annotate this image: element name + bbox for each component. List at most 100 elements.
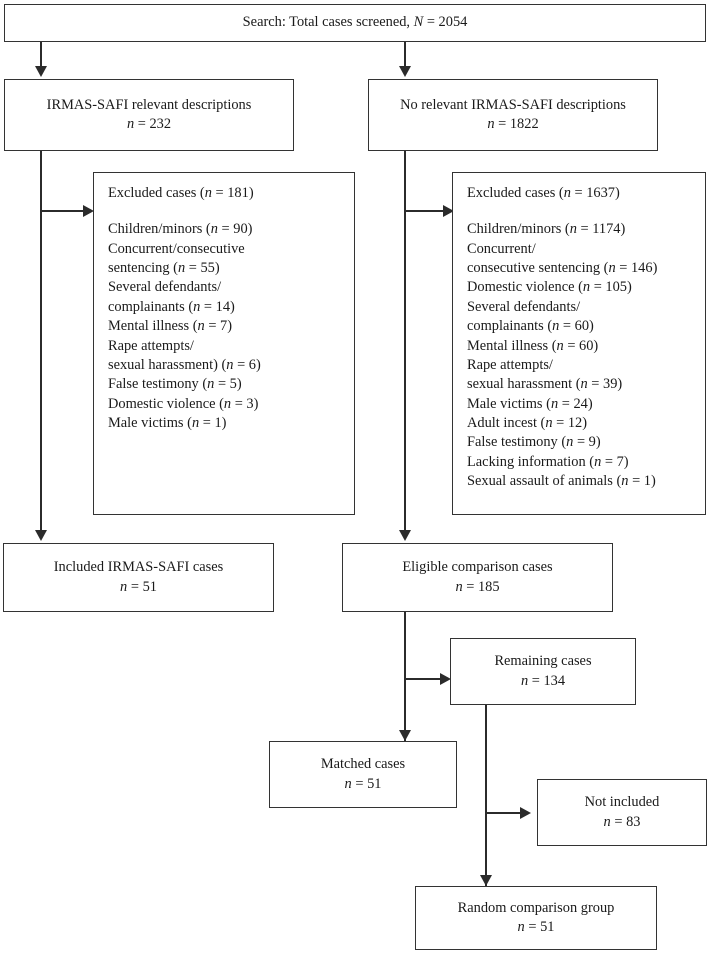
list-item: Mental illness (n = 60) bbox=[467, 337, 599, 354]
node-matched-stat-symbol: n bbox=[344, 775, 352, 792]
node-eligible-label: Eligible comparison cases bbox=[402, 559, 553, 576]
arrow-right-to-excluded bbox=[443, 205, 454, 217]
list-item: Domestic violence (n = 3) bbox=[108, 395, 259, 412]
node-relevant-stat-value: 232 bbox=[149, 116, 172, 132]
branch-left-to-excluded bbox=[41, 210, 85, 212]
node-eligible-stat-value: 185 bbox=[477, 578, 500, 595]
excluded-left-title-value: 181 bbox=[227, 185, 249, 201]
branch-right-to-excluded bbox=[405, 210, 447, 212]
node-no-relevant-stat-symbol: n bbox=[487, 116, 495, 132]
list-item: False testimony (n = 5) bbox=[108, 376, 242, 393]
list-item: sentencing (n = 55) bbox=[108, 260, 220, 277]
arrow-eligible-to-remaining bbox=[440, 673, 451, 685]
node-no-relevant-stat-value: 1822 bbox=[509, 116, 539, 132]
node-not-included-stat-symbol: n bbox=[603, 813, 611, 830]
node-matched-cases: Matched cases n = 51 bbox=[269, 741, 457, 808]
node-no-relevant-descriptions: No relevant IRMAS-SAFI descriptions n = … bbox=[368, 79, 658, 151]
node-remaining-stat: n = 134 bbox=[520, 672, 566, 689]
connector-search-to-no-relevant bbox=[404, 42, 406, 68]
node-random-group-stat-value: 51 bbox=[540, 919, 555, 935]
list-item: Lacking information (n = 7) bbox=[467, 453, 629, 470]
list-item: Several defendants/ bbox=[467, 298, 581, 315]
node-relevant-stat: n = 232 bbox=[126, 116, 172, 132]
list-item: Concurrent/ bbox=[467, 240, 536, 257]
list-item: Adult incest (n = 12) bbox=[467, 415, 588, 432]
node-included-label: Included IRMAS-SAFI cases bbox=[53, 559, 224, 576]
excluded-right-title-suffix: ) bbox=[615, 185, 620, 201]
node-included-irmas-safi-cases: Included IRMAS-SAFI cases n = 51 bbox=[3, 543, 274, 612]
list-item: Concurrent/consecutive bbox=[108, 240, 245, 257]
excluded-left-title-prefix: Excluded cases ( bbox=[108, 185, 205, 201]
node-eligible-comparison-cases: Eligible comparison cases n = 185 bbox=[342, 543, 613, 612]
arrow-left-trunk-to-included bbox=[35, 530, 47, 541]
node-no-relevant-stat: n = 1822 bbox=[487, 116, 539, 132]
node-included-stat-value: 51 bbox=[142, 578, 157, 595]
trunk-remaining-down bbox=[485, 705, 487, 886]
excluded-left-list: Children/minors (n = 90) Concurrent/conse… bbox=[108, 220, 354, 433]
node-search-stat-symbol: N bbox=[413, 14, 424, 31]
node-remaining-stat-symbol: n bbox=[520, 672, 529, 689]
list-item: sexual harassment (n = 39) bbox=[467, 376, 623, 393]
list-item: sexual harassment) (n = 6) bbox=[108, 356, 261, 373]
node-eligible-stat: n = 185 bbox=[455, 578, 500, 595]
node-matched-stat-value: 51 bbox=[367, 775, 382, 792]
list-item: False testimony (n = 9) bbox=[467, 434, 601, 451]
connector-search-to-relevant bbox=[40, 42, 42, 68]
node-included-stat: n = 51 bbox=[120, 578, 157, 595]
list-item: complainants (n = 60) bbox=[467, 318, 594, 335]
list-item: consecutive sentencing (n = 146) bbox=[467, 260, 658, 277]
node-excluded-cases-right: Excluded cases (n = 1637) Children/minor… bbox=[452, 172, 706, 515]
node-remaining-cases: Remaining cases n = 134 bbox=[450, 638, 636, 705]
arrow-remaining-to-random-group bbox=[480, 875, 492, 886]
node-random-comparison-group: Random comparison group n = 51 bbox=[415, 886, 657, 950]
list-item: Male victims (n = 1) bbox=[108, 415, 227, 432]
arrow-search-to-no-relevant bbox=[399, 66, 411, 77]
arrow-right-trunk-to-eligible bbox=[399, 530, 411, 541]
trunk-right-column bbox=[404, 151, 406, 531]
node-no-relevant-label: No relevant IRMAS-SAFI descriptions bbox=[400, 96, 626, 113]
node-remaining-stat-value: 134 bbox=[543, 672, 566, 689]
list-item: complainants (n = 14) bbox=[108, 298, 235, 315]
node-relevant-label: IRMAS-SAFI relevant descriptions bbox=[46, 96, 252, 113]
node-not-included-stat: n = 83 bbox=[603, 813, 641, 830]
node-excluded-cases-left: Excluded cases (n = 181) Children/minors… bbox=[93, 172, 355, 515]
excluded-left-title-suffix: ) bbox=[248, 185, 254, 201]
node-search-stat-value: 2054 bbox=[438, 14, 468, 31]
list-item: Male victims (n = 24) bbox=[467, 395, 593, 412]
arrow-left-to-excluded bbox=[83, 205, 94, 217]
list-item: Children/minors (n = 90) bbox=[108, 221, 253, 238]
excluded-right-title-symbol: n bbox=[563, 185, 571, 201]
node-random-group-label: Random comparison group bbox=[457, 899, 615, 916]
node-remaining-label: Remaining cases bbox=[494, 653, 592, 670]
trunk-left-column bbox=[40, 151, 42, 531]
list-item: Domestic violence (n = 105) bbox=[467, 279, 632, 296]
branch-eligible-to-remaining bbox=[405, 678, 443, 680]
node-random-group-stat-symbol: n bbox=[517, 919, 525, 935]
node-matched-label: Matched cases bbox=[320, 756, 406, 773]
node-not-included: Not included n = 83 bbox=[537, 779, 707, 846]
node-eligible-stat-symbol: n bbox=[455, 578, 463, 595]
arrow-remaining-to-not-included bbox=[520, 807, 531, 819]
list-item: Children/minors (n = 1174) bbox=[467, 221, 626, 238]
excluded-left-title-symbol: n bbox=[204, 185, 212, 201]
node-search-total-cases: Search: Total cases screened, N = 2054 bbox=[4, 4, 706, 42]
excluded-right-title: Excluded cases (n = 1637) bbox=[467, 185, 620, 201]
node-search-text: Search: Total cases screened, N = 2054 bbox=[242, 14, 468, 31]
list-item: Rape attempts/ bbox=[108, 337, 194, 354]
node-random-group-stat: n = 51 bbox=[517, 919, 555, 935]
arrow-eligible-to-matched bbox=[399, 730, 411, 741]
node-not-included-label: Not included bbox=[584, 794, 660, 811]
list-item: Rape attempts/ bbox=[467, 356, 553, 373]
node-matched-stat: n = 51 bbox=[344, 775, 382, 792]
trunk-eligible-down bbox=[404, 612, 406, 741]
list-item: Mental illness (n = 7) bbox=[108, 318, 233, 335]
excluded-left-title: Excluded cases (n = 181) bbox=[108, 185, 254, 201]
excluded-right-title-value: 1637 bbox=[586, 185, 615, 201]
branch-remaining-to-not-included bbox=[486, 812, 522, 814]
excluded-right-list: Children/minors (n = 1174) Concurrent/con… bbox=[467, 220, 705, 491]
node-search-label: Search: Total cases screened, bbox=[242, 14, 411, 31]
list-item: Sexual assault of animals (n = 1) bbox=[467, 473, 656, 490]
node-relevant-stat-symbol: n bbox=[126, 116, 135, 132]
node-irmas-safi-relevant-descriptions: IRMAS-SAFI relevant descriptions n = 232 bbox=[4, 79, 294, 151]
